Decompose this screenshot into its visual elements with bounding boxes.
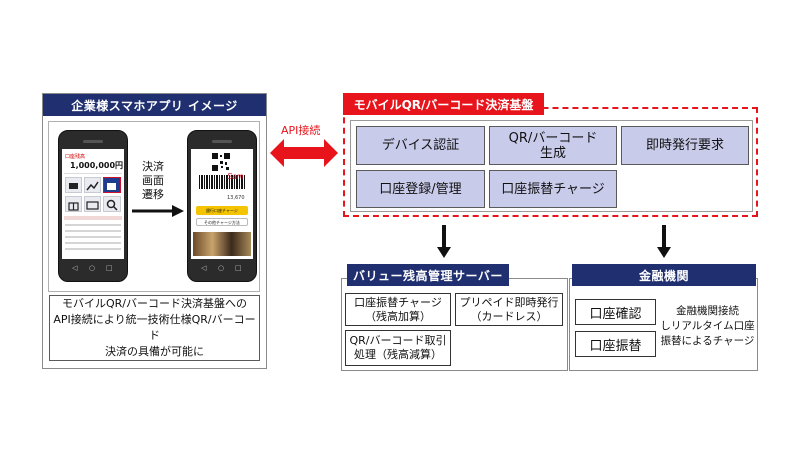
pay-button-icon [103,177,121,193]
transition-arrow-icon [132,205,184,217]
chart-icon [84,177,101,193]
down-arrow-icon [437,225,451,258]
gift-icon [65,196,82,212]
phone-speaker-icon [83,140,103,143]
payment-amount: 13,670 [227,195,245,201]
account-transfer-item: 口座振替 [575,331,656,357]
api-connection-label: API接続 [281,124,321,137]
function-qr-generation: QR/バーコード 生成 [489,126,617,165]
value-server-title: バリュー残高管理サーバー [347,264,509,286]
balance-value: 1,000,000円 [70,161,124,170]
recent-nav-icon: □ [106,264,113,272]
value-item-prepaid-issue: プリペイド即時発行 （カードレス） [455,293,563,326]
down-arrow-icon [657,225,671,258]
sample-stamp-icon: Sam [227,172,244,181]
financial-institution-title: 金融機関 [572,264,756,286]
home-nav-icon: ○ [89,264,96,272]
recent-nav-icon: □ [235,264,242,272]
banner-image [193,232,251,256]
back-nav-icon: ◁ [72,264,78,272]
platform-boundary [343,107,758,217]
bidirectional-arrow-icon [270,139,338,167]
phone-home-display: 口座残高 1,000,000円 [62,149,124,259]
function-device-auth: デバイス認証 [356,126,485,165]
magnifier-icon [103,196,121,212]
function-account-transfer-charge: 口座振替チャージ [489,170,617,208]
history-header-bar [64,216,122,220]
home-nav-icon: ○ [218,264,225,272]
history-row [65,248,121,250]
phone-speaker-icon [212,140,232,143]
account-verification-item: 口座確認 [575,299,656,325]
history-row [65,224,121,226]
history-row [65,236,121,238]
app-image-description: モバイルQR/バーコード決済基盤への API接続により統一技術仕様QR/バーコー… [49,295,260,361]
platform-title: モバイルQR/バーコード決済基盤 [343,93,544,115]
history-row [65,230,121,232]
other-charge-button[interactable]: その他チャージ方法 [196,218,248,226]
history-row [65,242,121,244]
wallet-icon [65,177,82,193]
value-item-charge-add: 口座振替チャージ （残高加算） [345,293,451,326]
function-instant-issue-request: 即時発行要求 [621,126,749,165]
bank-charge-button[interactable]: 銀行口座チャージ [196,206,248,215]
phone-payment-display: Sam 13,670 銀行口座チャージ その他チャージ方法 [191,149,253,259]
value-item-qr-transaction: QR/バーコード取引 処理（残高減算） [345,330,451,366]
qr-code-icon [211,152,231,172]
app-image-panel-title: 企業様スマホアプリ イメージ [43,94,266,116]
financial-note: 金融機関接続 しリアルタイム口座 振替によるチャージ [660,305,755,347]
function-account-registration: 口座登録/管理 [356,170,485,208]
back-nav-icon: ◁ [201,264,207,272]
balance-label: 口座残高 [65,154,86,160]
divider [64,173,122,174]
svg-text:Sam: Sam [227,172,244,181]
barcode-icon [199,175,245,189]
card-icon [84,196,101,212]
transition-label: 決済 画面 遷移 [142,160,164,201]
